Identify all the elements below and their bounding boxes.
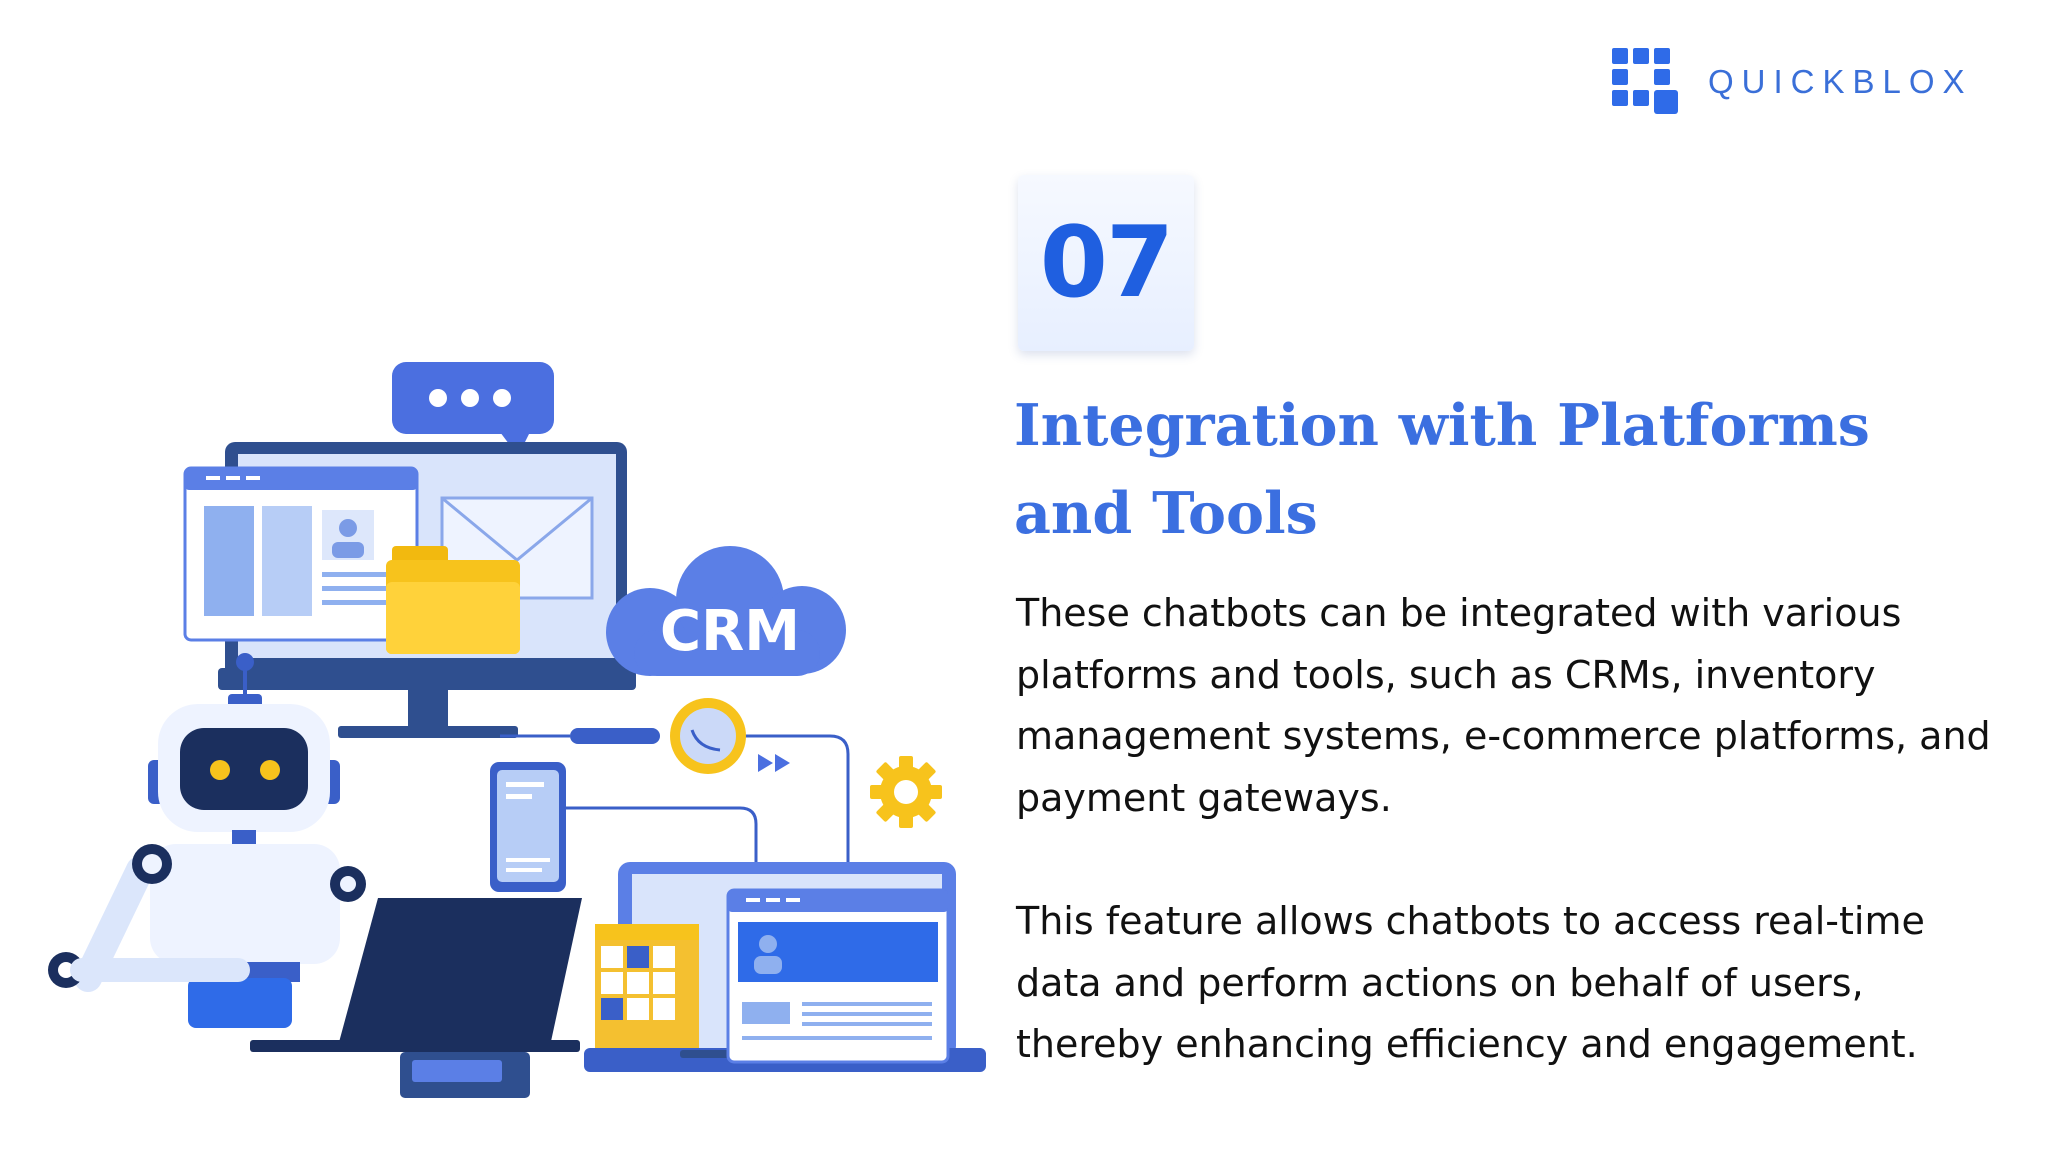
quickblox-logo-icon xyxy=(1612,48,1678,114)
body-paragraph-1: These chatbots can be integrated with va… xyxy=(1016,591,1991,820)
robot-icon xyxy=(48,653,582,1098)
quickblox-logo: QUICKBLOX xyxy=(1612,46,1973,118)
chat-bubble-icon xyxy=(392,362,554,456)
laptop-icon xyxy=(584,862,986,1072)
integration-illustration: CRM xyxy=(48,362,986,1098)
magnifier-icon xyxy=(670,698,746,774)
slide-number: 07 xyxy=(1039,206,1174,320)
gear-icon xyxy=(870,756,942,828)
desktop-monitor-icon xyxy=(183,442,636,738)
folder-icon xyxy=(386,546,520,654)
slide-title: Integration with Platforms and Tools xyxy=(1014,392,1870,547)
connector-lines xyxy=(500,734,850,870)
slide-number-card: 07 xyxy=(1018,175,1194,351)
crm-label: CRM xyxy=(660,599,800,664)
fast-forward-icon xyxy=(758,754,790,772)
smartphone-icon xyxy=(490,762,566,892)
cable-plug xyxy=(570,728,660,744)
crm-cloud-icon: CRM xyxy=(606,546,846,676)
body-paragraph-2: This feature allows chatbots to access r… xyxy=(1016,899,1925,1066)
brand-name: QUICKBLOX xyxy=(1708,63,1973,100)
